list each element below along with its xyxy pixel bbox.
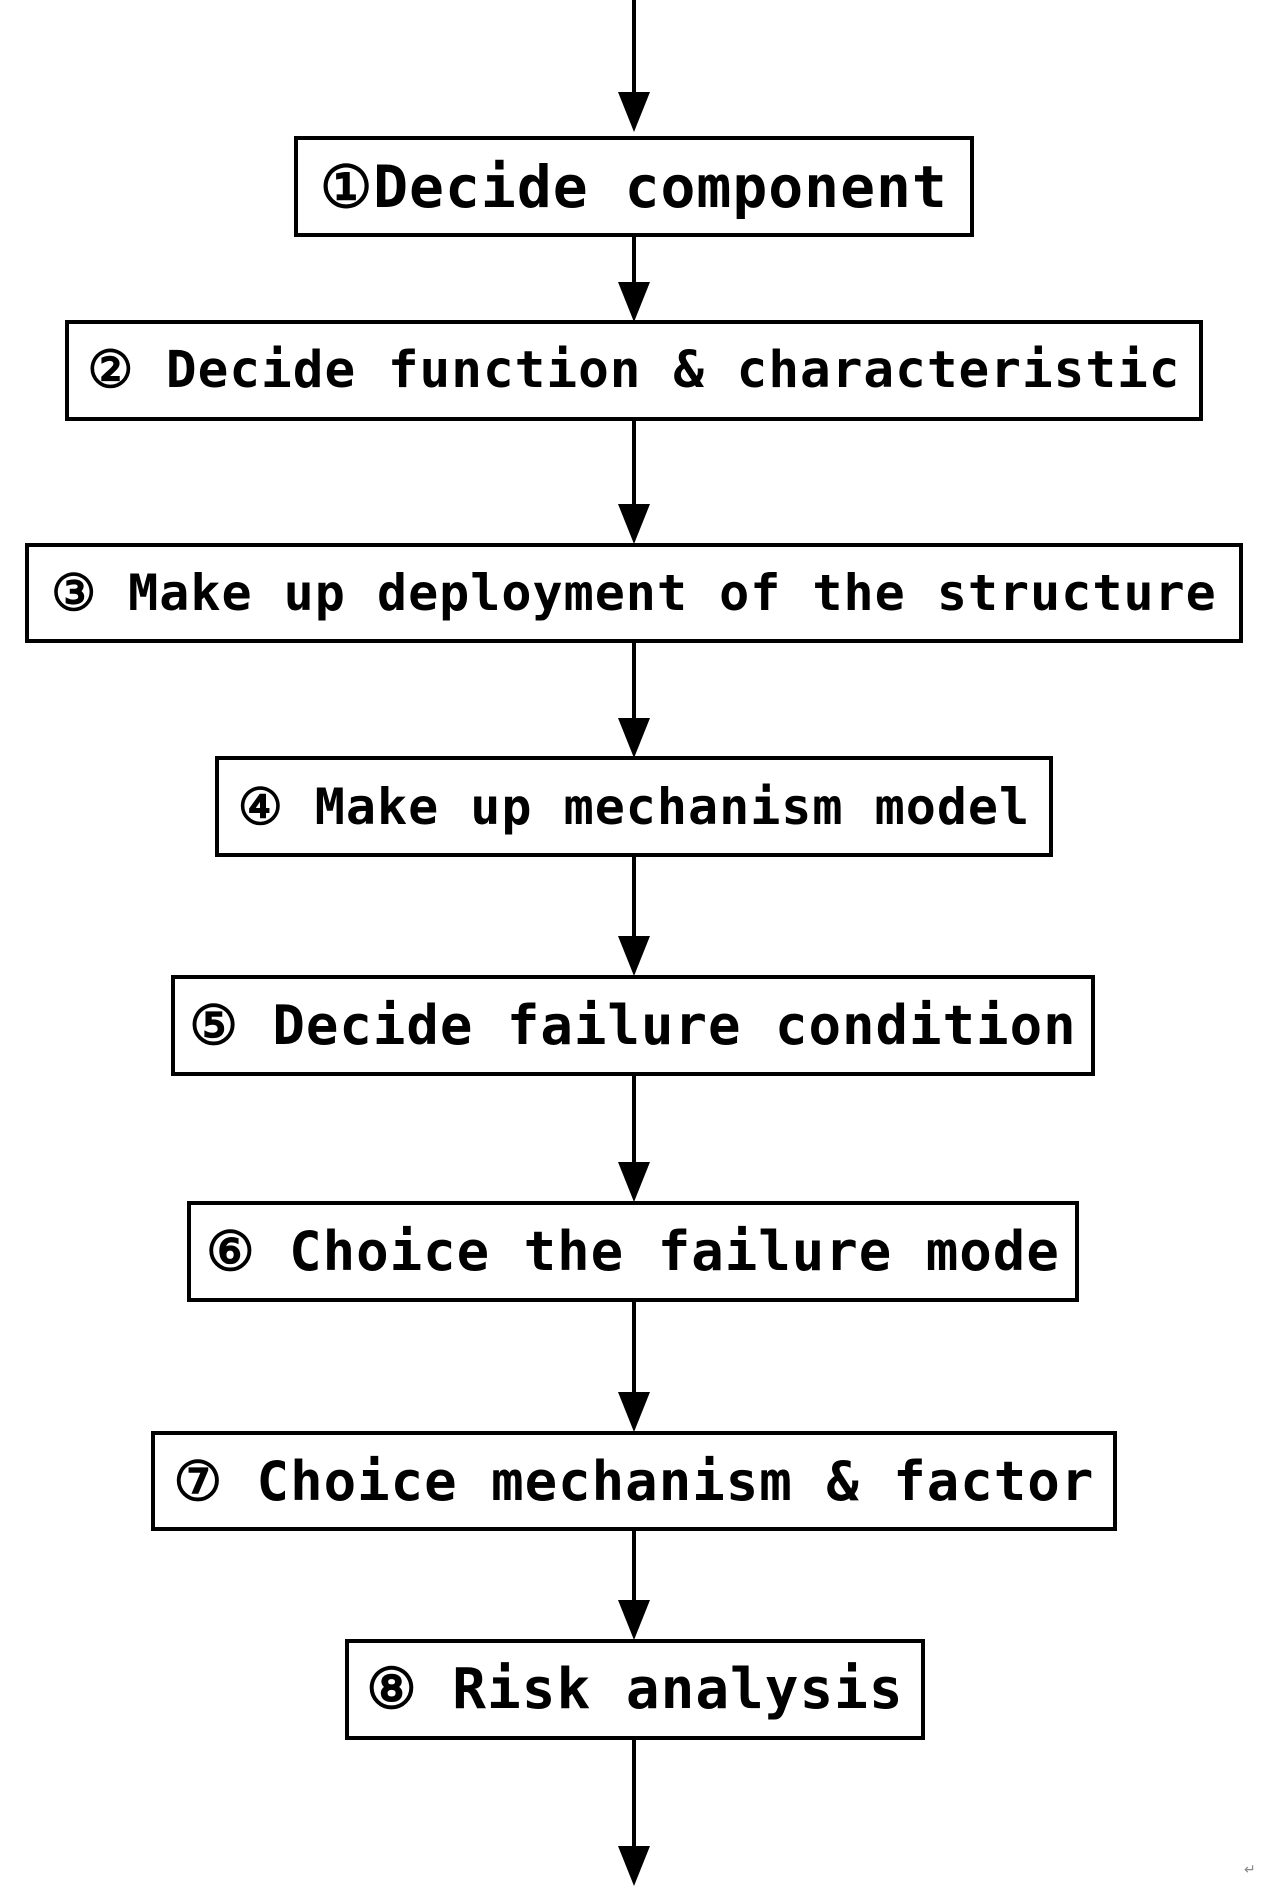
arrow-3-4-line <box>632 643 636 731</box>
arrow-7-8-head <box>618 1600 650 1640</box>
arrow-in-head <box>618 92 650 132</box>
arrow-2-3-head <box>618 504 650 544</box>
step-4-label: ④ Make up mechanism model <box>237 777 1031 836</box>
step-4-box: ④ Make up mechanism model <box>215 756 1053 857</box>
step-3-label: ③ Make up deployment of the structure <box>51 564 1217 622</box>
paragraph-mark: ↵ <box>1244 1862 1256 1878</box>
arrow-7-8-line <box>632 1531 636 1604</box>
arrow-in-line <box>632 0 636 95</box>
arrow-out-head <box>618 1846 650 1886</box>
step-1-label: ①Decide component <box>320 152 948 221</box>
step-6-label: ⑥ Choice the failure mode <box>206 1220 1060 1283</box>
step-8-label: ⑧ Risk analysis <box>366 1657 904 1722</box>
step-3-box: ③ Make up deployment of the structure <box>25 543 1243 643</box>
step-2-label: ② Decide function & characteristic <box>87 341 1181 400</box>
arrow-out-line <box>632 1740 636 1850</box>
step-5-box: ⑤ Decide failure condition <box>171 975 1095 1076</box>
step-6-box: ⑥ Choice the failure mode <box>187 1201 1079 1302</box>
arrow-5-6-head <box>618 1162 650 1202</box>
arrow-3-4-head <box>618 718 650 758</box>
step-2-box: ② Decide function & characteristic <box>65 320 1203 421</box>
step-5-label: ⑤ Decide failure condition <box>189 994 1077 1057</box>
arrow-4-5-head <box>618 936 650 976</box>
arrow-2-3-line <box>632 421 636 515</box>
arrow-1-2-line <box>632 237 636 287</box>
arrow-1-2-head <box>618 282 650 322</box>
arrow-6-7-head <box>618 1392 650 1432</box>
arrow-5-6-line <box>632 1076 636 1166</box>
step-7-box: ⑦ Choice mechanism & factor <box>151 1431 1117 1531</box>
arrow-6-7-line <box>632 1302 636 1392</box>
step-7-label: ⑦ Choice mechanism & factor <box>173 1449 1095 1513</box>
step-1-box: ①Decide component <box>294 136 974 237</box>
arrow-4-5-line <box>632 857 636 947</box>
step-8-box: ⑧ Risk analysis <box>345 1639 925 1740</box>
